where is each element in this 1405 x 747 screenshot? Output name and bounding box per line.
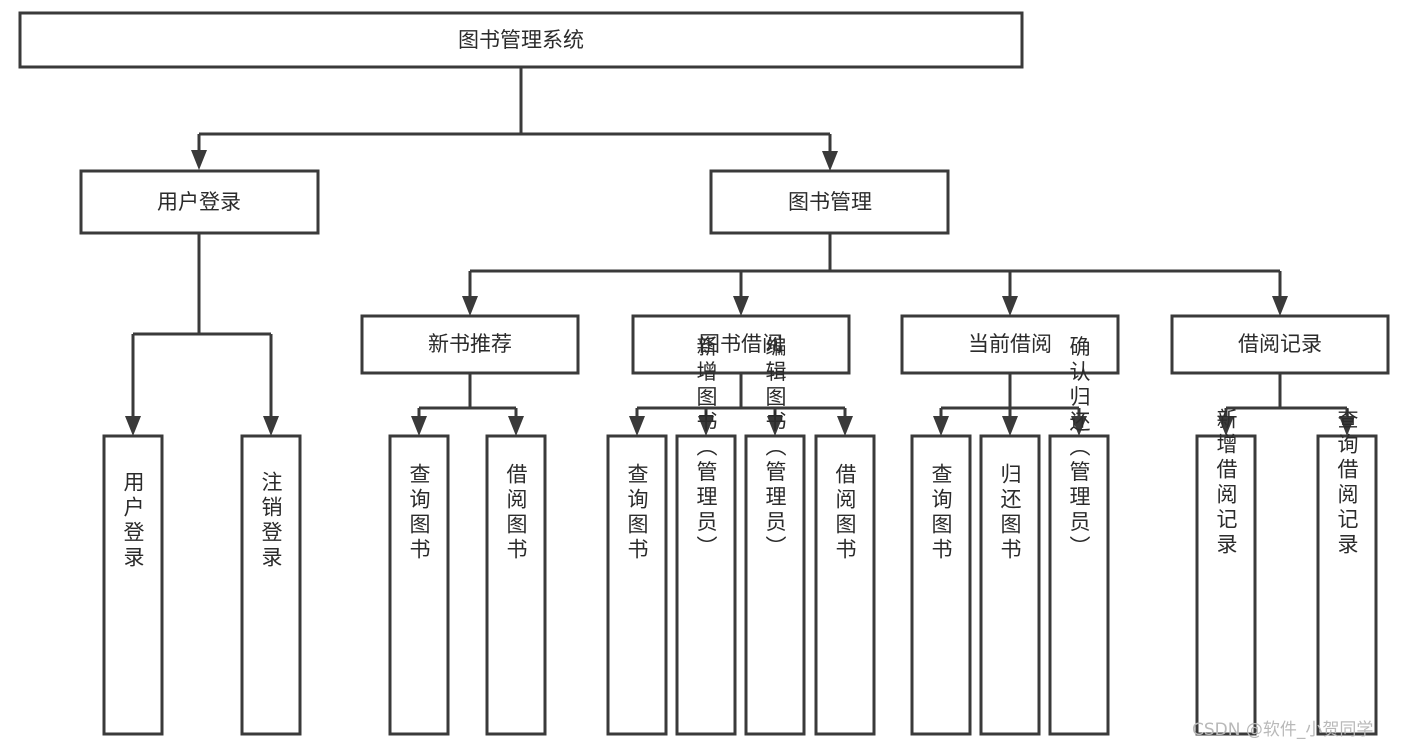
current-borrow-box[interactable]	[900, 314, 1120, 375]
leaf-query-book-1-box[interactable]	[388, 434, 450, 736]
leaf-borrow-book-2[interactable]: 借阅图书	[814, 434, 876, 736]
node-book-manage[interactable]: 图书管理	[709, 169, 950, 235]
leaf-query-book-3-label: 查询图书	[929, 463, 953, 563]
leaf-borrow-book-1-label: 借阅图书	[504, 463, 528, 563]
arrowhead-leaf-query-book-2	[629, 416, 645, 436]
arrowhead-leaf-user-logout	[263, 416, 279, 436]
leaf-add-book-label: 新增图书（管理员）	[694, 336, 718, 561]
root-box[interactable]	[18, 11, 1024, 69]
arrowhead-leaf-query-record	[1339, 416, 1355, 436]
borrow-record-box[interactable]	[1170, 314, 1390, 375]
user-login-label: 用户登录	[157, 190, 241, 214]
node-root[interactable]: 图书管理系统	[18, 11, 1024, 69]
leaf-query-book-1-label: 查询图书	[407, 463, 431, 563]
leaf-confirm-return-box[interactable]	[1048, 434, 1110, 736]
leaf-user-login[interactable]: 用户登录	[102, 434, 164, 736]
leaf-query-record[interactable]: 查询借阅记录	[1316, 408, 1378, 736]
leaf-return-book-box[interactable]	[979, 434, 1041, 736]
leaf-add-record-box[interactable]	[1195, 434, 1257, 736]
leaf-confirm-return-label: 确认归还（管理员）	[1067, 336, 1091, 561]
current-borrow-label: 当前借阅	[968, 332, 1052, 356]
leaf-confirm-return[interactable]: 确认归还（管理员）	[1048, 336, 1110, 736]
leaf-query-book-1[interactable]: 查询图书	[388, 434, 450, 736]
arrowhead-leaf-borrow-book-1	[508, 416, 524, 436]
leaf-query-book-3-box[interactable]	[910, 434, 972, 736]
user-login-box[interactable]	[79, 169, 320, 235]
book-manage-box[interactable]	[709, 169, 950, 235]
leaf-user-login-box[interactable]	[102, 434, 164, 736]
leaf-borrow-book-1[interactable]: 借阅图书	[485, 434, 547, 736]
arrowhead-book-manage	[822, 151, 838, 171]
borrow-record-label: 借阅记录	[1238, 332, 1322, 356]
leaf-query-book-2[interactable]: 查询图书	[606, 434, 668, 736]
leaf-query-book-2-box[interactable]	[606, 434, 668, 736]
arrowhead-leaf-add-book	[698, 416, 714, 436]
book-borrow-label: 图书借阅	[699, 332, 783, 356]
watermark-label: CSDN @软件_小贺同学	[1192, 720, 1373, 740]
leaf-query-book-3[interactable]: 查询图书	[910, 434, 972, 736]
leaf-user-logout[interactable]: 注销登录	[240, 434, 302, 736]
leaf-add-book-box[interactable]	[675, 434, 737, 736]
arrowhead-user-login	[191, 150, 207, 170]
leaf-user-logout-label: 注销登录	[259, 471, 283, 571]
arrowhead-leaf-user-login	[125, 416, 141, 436]
leaf-borrow-book-2-box[interactable]	[814, 434, 876, 736]
leaf-user-logout-box[interactable]	[240, 434, 302, 736]
arrowhead-new-book-recommend	[462, 296, 478, 316]
new-book-recommend-box[interactable]	[360, 314, 580, 375]
arrowhead-borrow-record	[1272, 296, 1288, 316]
leaf-edit-book[interactable]: 编辑图书（管理员）	[744, 336, 806, 736]
arrowhead-leaf-confirm-return	[1071, 416, 1087, 436]
root-label: 图书管理系统	[458, 28, 584, 52]
connector-layer	[125, 67, 1355, 436]
arrowhead-leaf-query-book-3	[933, 416, 949, 436]
leaf-add-record[interactable]: 新增借阅记录	[1195, 408, 1257, 736]
arrowhead-current-borrow	[1002, 296, 1018, 316]
arrowhead-leaf-query-book-1	[411, 416, 427, 436]
leaf-edit-book-label: 编辑图书（管理员）	[763, 336, 787, 561]
leaf-query-record-label: 查询借阅记录	[1335, 408, 1359, 558]
node-current-borrow[interactable]: 当前借阅	[900, 314, 1120, 375]
arrowhead-leaf-add-record	[1218, 416, 1234, 436]
leaf-query-record-box[interactable]	[1316, 434, 1378, 736]
node-borrow-record[interactable]: 借阅记录	[1170, 314, 1390, 375]
leaf-edit-book-box[interactable]	[744, 434, 806, 736]
leaf-return-book-label: 归还图书	[998, 463, 1022, 563]
node-new-book-recommend[interactable]: 新书推荐	[360, 314, 580, 375]
new-book-recommend-label: 新书推荐	[428, 332, 512, 356]
leaf-add-book[interactable]: 新增图书（管理员）	[675, 336, 737, 736]
book-borrow-box[interactable]	[631, 314, 851, 375]
arrowhead-leaf-return-book	[1002, 416, 1018, 436]
arrowhead-leaf-edit-book	[767, 416, 783, 436]
node-user-login[interactable]: 用户登录	[79, 169, 320, 235]
book-manage-label: 图书管理	[788, 190, 872, 214]
leaf-query-book-2-label: 查询图书	[625, 463, 649, 563]
leaf-borrow-book-1-box[interactable]	[485, 434, 547, 736]
arrowhead-book-borrow	[733, 296, 749, 316]
leaf-add-record-label: 新增借阅记录	[1214, 408, 1238, 558]
arrowhead-leaf-borrow-book-2	[837, 416, 853, 436]
leaf-return-book[interactable]: 归还图书	[979, 434, 1041, 736]
node-book-borrow[interactable]: 图书借阅	[631, 314, 851, 375]
leaf-user-login-label: 用户登录	[121, 471, 145, 571]
leaf-borrow-book-2-label: 借阅图书	[833, 463, 857, 563]
